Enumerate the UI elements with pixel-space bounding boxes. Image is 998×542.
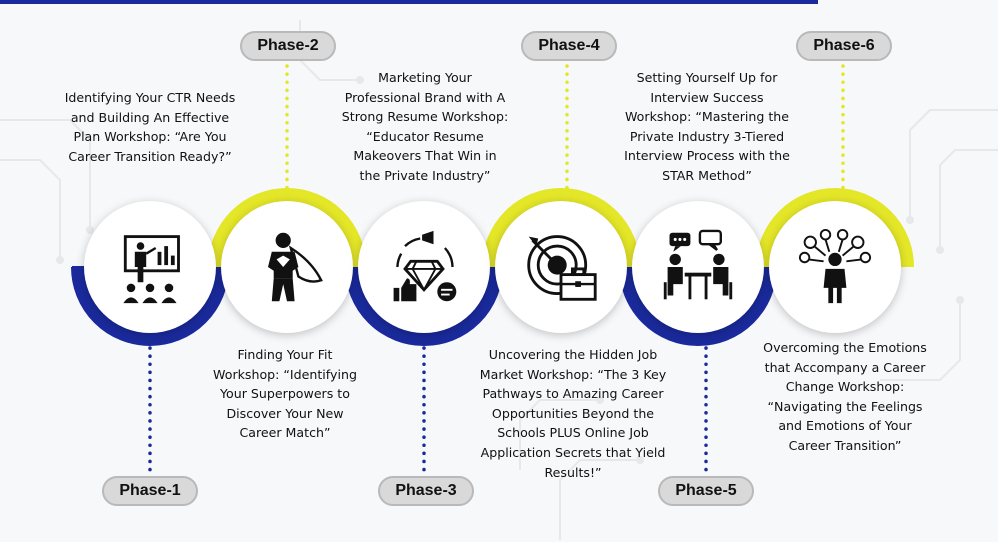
phase-2-icon-circle — [221, 201, 353, 333]
phase-3-blue-arc — [345, 266, 503, 346]
phase-3-badge: Phase-3 — [378, 476, 474, 506]
phase-4-icon-circle — [495, 201, 627, 333]
phase-2-badge: Phase-2 — [240, 31, 336, 61]
top-accent-bar — [0, 0, 818, 4]
dotted-connectors — [148, 64, 845, 478]
phase-1-blue-arc — [71, 266, 229, 346]
presentation-icon — [123, 235, 180, 304]
interview-icon — [663, 229, 733, 300]
phase-3-description: Marketing Your Professional Brand with A… — [341, 70, 509, 183]
phase-5-badge: Phase-5 — [658, 476, 754, 506]
phase-6-description: Overcoming the Emotions that Accompany a… — [763, 340, 927, 453]
emotions-person-icon — [798, 229, 872, 304]
phase-2-description: Finding Your Fit Workshop: “Identifying … — [213, 347, 357, 441]
yellow-arcs — [208, 188, 914, 268]
phase-1-badge: Phase-1 — [102, 476, 198, 506]
blue-arcs — [71, 266, 777, 346]
phase-4-yellow-arc — [482, 188, 640, 268]
phase-1-description: Identifying Your CTR Needs and Building … — [64, 90, 236, 164]
target-briefcase-icon — [527, 235, 597, 301]
phase-4-badge: Phase-4 — [521, 31, 617, 61]
phase-6-icon-circle — [769, 201, 901, 333]
diamond-brand-icon — [393, 230, 457, 302]
phase-6-yellow-arc — [756, 188, 914, 268]
phase-3-icon-circle — [358, 201, 490, 333]
phase-4-description: Uncovering the Hidden Job Market Worksho… — [479, 347, 667, 480]
phase-5-description: Setting Yourself Up for Interview Succes… — [624, 70, 790, 183]
superhero-icon — [268, 232, 323, 302]
phase-5-icon-circle — [632, 201, 764, 333]
phase-1-icon-circle — [84, 201, 216, 333]
phase-6-badge: Phase-6 — [796, 31, 892, 61]
phase-5-blue-arc — [619, 266, 777, 346]
phase-2-yellow-arc — [208, 188, 366, 268]
